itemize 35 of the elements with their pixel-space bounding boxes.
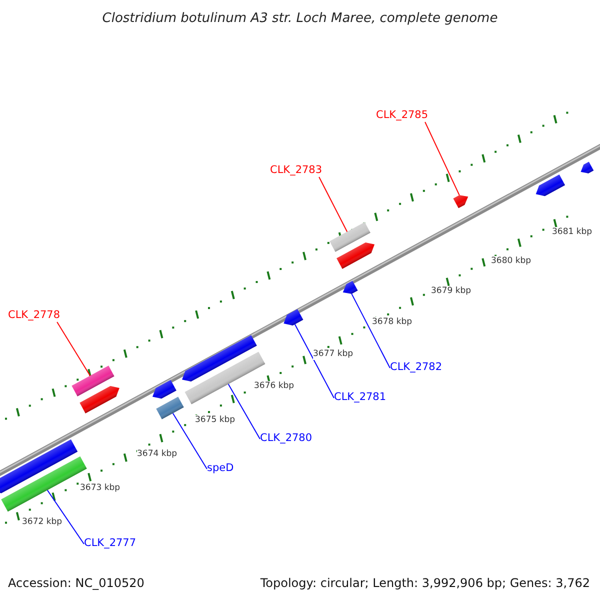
gene-label: CLK_2777 [84,537,136,550]
leader-line [424,122,460,196]
leader-line [228,384,260,440]
scale-label: 3679 kbp [431,286,472,297]
scale-label: 3680 kbp [491,256,532,267]
gene-label: CLK_2778 [8,309,60,322]
accession-text: Accession: NC_010520 [8,575,144,592]
gene-label: CLK_2780 [260,432,312,445]
scale-label: 3678 kbp [372,317,412,328]
scale-label: 3675 kbp [195,415,236,426]
scale-label: 3676 kbp [254,381,294,392]
gene-feature [330,222,370,252]
scale-label: 3672 kbp [22,517,62,528]
gene-feature [156,396,184,420]
leader-line [318,176,348,232]
gene-feature [453,195,468,208]
gene-label: CLK_2783 [270,164,322,177]
gene-label: CLK_2785 [376,109,428,122]
leader-line [56,322,91,376]
gene-feature [342,280,358,294]
gene-label: CLK_2781 [334,391,386,404]
scale-label: 3681 kbp [552,227,592,238]
title: Clostridium botulinum A3 str. Loch Maree, complete genome [101,10,499,28]
leader-line [46,490,84,544]
gene-feature [72,366,114,396]
genome-summary: Topology: circular; Length: 3,992,906 bp; Genes: 3,762 [260,575,590,592]
leader-line [172,412,208,470]
leader-line [351,293,390,368]
gene-feature [284,309,304,326]
gene-label: CLK_2782 [390,361,442,374]
scale-label: 3674 kbp [137,449,178,460]
scale-label: 3673 kbp [80,483,120,494]
gene-label: speD [207,462,234,475]
scale-label: 3677 kbp [313,349,354,360]
leader-line [294,324,334,398]
